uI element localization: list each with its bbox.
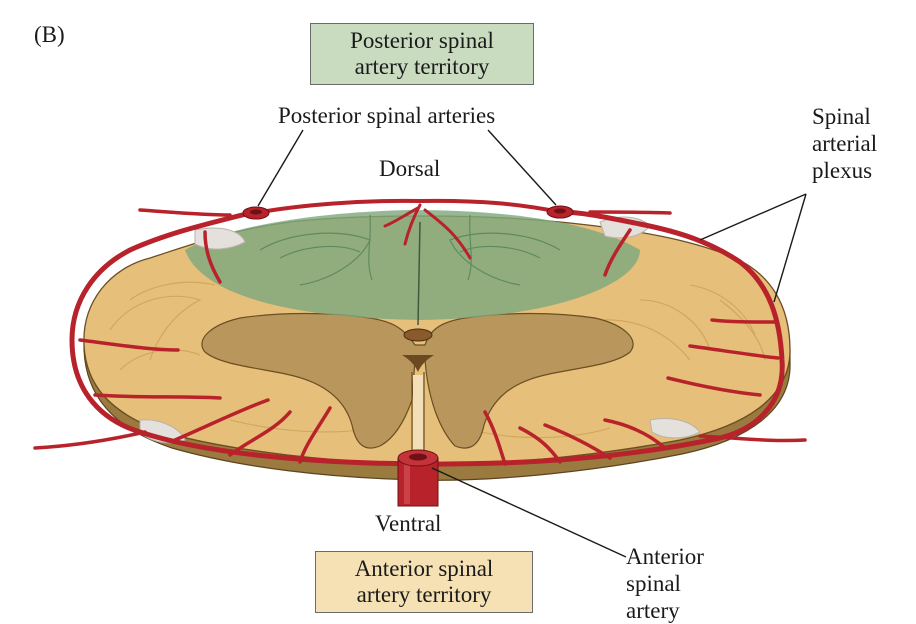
posterior-territory-label: Posterior spinal artery territory [310,23,534,85]
anterior-spinal-artery [397,449,439,507]
central-canal [403,328,433,342]
anterior-spinal-artery-line3: artery [626,598,680,623]
dorsal-median-septum [417,221,421,326]
anterior-spinal-artery-label: Anterior spinal artery [626,543,704,624]
anterior-territory-line2: artery territory [356,582,492,607]
dorsal-label: Dorsal [379,156,441,181]
panel-label: (B) [34,22,65,47]
ventral-label: Ventral [375,511,442,536]
white-matter-texture [109,281,766,439]
posterior-territory-line1: Posterior spinal [350,28,494,53]
posterior-territory-line2: artery territory [354,54,490,79]
posterior-spinal-artery-left [242,206,270,220]
arteries [33,198,807,467]
posterior-territory-zone [185,210,640,320]
leader-lines [257,129,807,558]
posterior-spinal-artery-right [546,205,574,219]
anterior-spinal-artery-line2: spinal [626,571,681,596]
anterior-spinal-artery-line1: Anterior [626,544,704,569]
anterior-median-fissure [402,355,434,372]
anterior-territory-label: Anterior spinal artery territory [315,551,533,613]
spinal-arterial-plexus-label: Spinal arterial plexus [812,103,877,184]
posterior-spinal-arteries-label: Posterior spinal arteries [278,103,496,128]
spinal-arterial-plexus-line2: arterial [812,131,878,156]
spinal-arterial-plexus-line1: Spinal [812,104,871,129]
anterior-territory-line1: Anterior spinal [354,556,494,581]
spinal-arterial-plexus-line3: plexus [812,158,873,183]
